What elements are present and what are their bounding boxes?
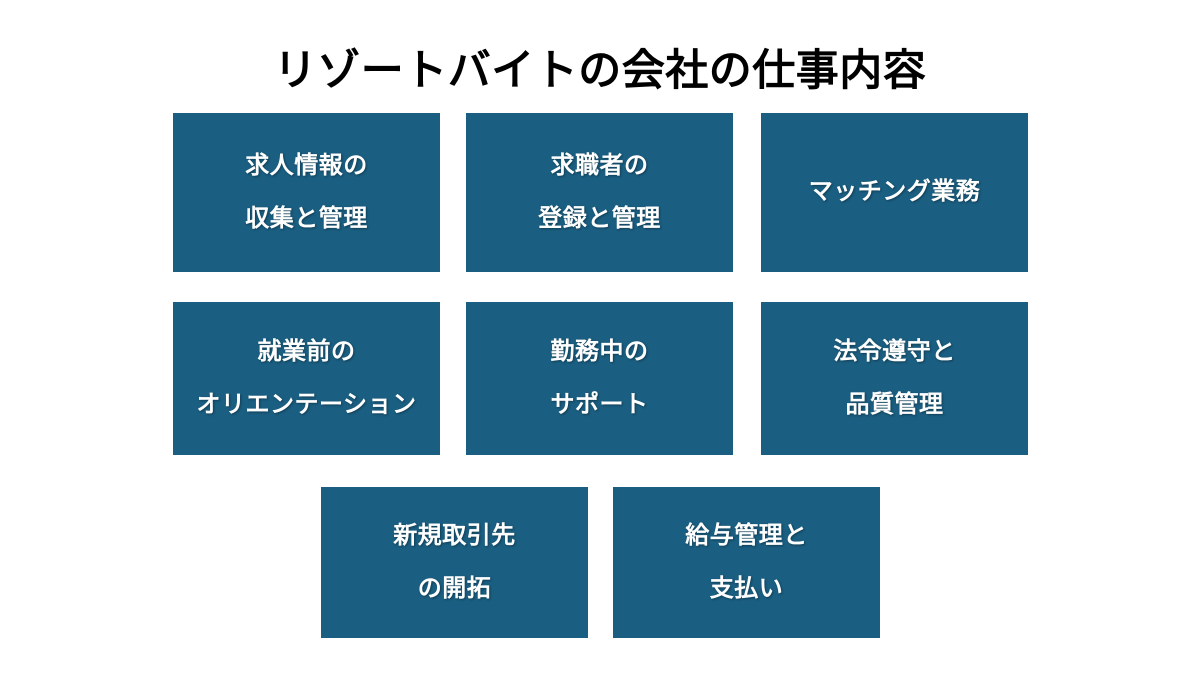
duty-card-jobseekers[interactable]: 求職者の 登録と管理 bbox=[466, 113, 733, 272]
duty-card-line: 法令遵守と bbox=[833, 338, 956, 366]
page-title: リゾートバイトの会社の仕事内容 bbox=[273, 46, 927, 95]
duty-card-line: マッチング業務 bbox=[808, 178, 981, 206]
duty-card-line: 収集と管理 bbox=[245, 204, 368, 232]
duty-card-line: 品質管理 bbox=[845, 390, 944, 418]
duty-card-orientation[interactable]: 就業前の オリエンテーション bbox=[173, 302, 440, 455]
duty-card-compliance-quality[interactable]: 法令遵守と 品質管理 bbox=[761, 302, 1028, 455]
duty-card-line: オリエンテーション bbox=[196, 390, 417, 418]
duty-card-line: の開拓 bbox=[417, 574, 492, 602]
duty-card-line: 求人情報の bbox=[245, 152, 368, 180]
duty-card-line: 求職者の bbox=[550, 152, 649, 180]
duty-card-line: 勤務中の bbox=[550, 338, 649, 366]
duty-card-matching[interactable]: マッチング業務 bbox=[761, 113, 1028, 272]
duty-card-job-listings[interactable]: 求人情報の 収集と管理 bbox=[173, 113, 440, 272]
duty-card-new-clients[interactable]: 新規取引先 の開拓 bbox=[321, 487, 588, 638]
duty-card-line: 登録と管理 bbox=[538, 204, 661, 232]
duty-card-line: 支払い bbox=[709, 574, 784, 602]
duty-card-onsite-support[interactable]: 勤務中の サポート bbox=[466, 302, 733, 455]
duty-card-payroll[interactable]: 給与管理と 支払い bbox=[613, 487, 880, 638]
duty-card-line: 就業前の bbox=[257, 338, 356, 366]
duty-card-line: 給与管理と bbox=[685, 522, 808, 550]
duty-card-line: 新規取引先 bbox=[393, 522, 516, 550]
duty-card-line: サポート bbox=[550, 390, 649, 418]
